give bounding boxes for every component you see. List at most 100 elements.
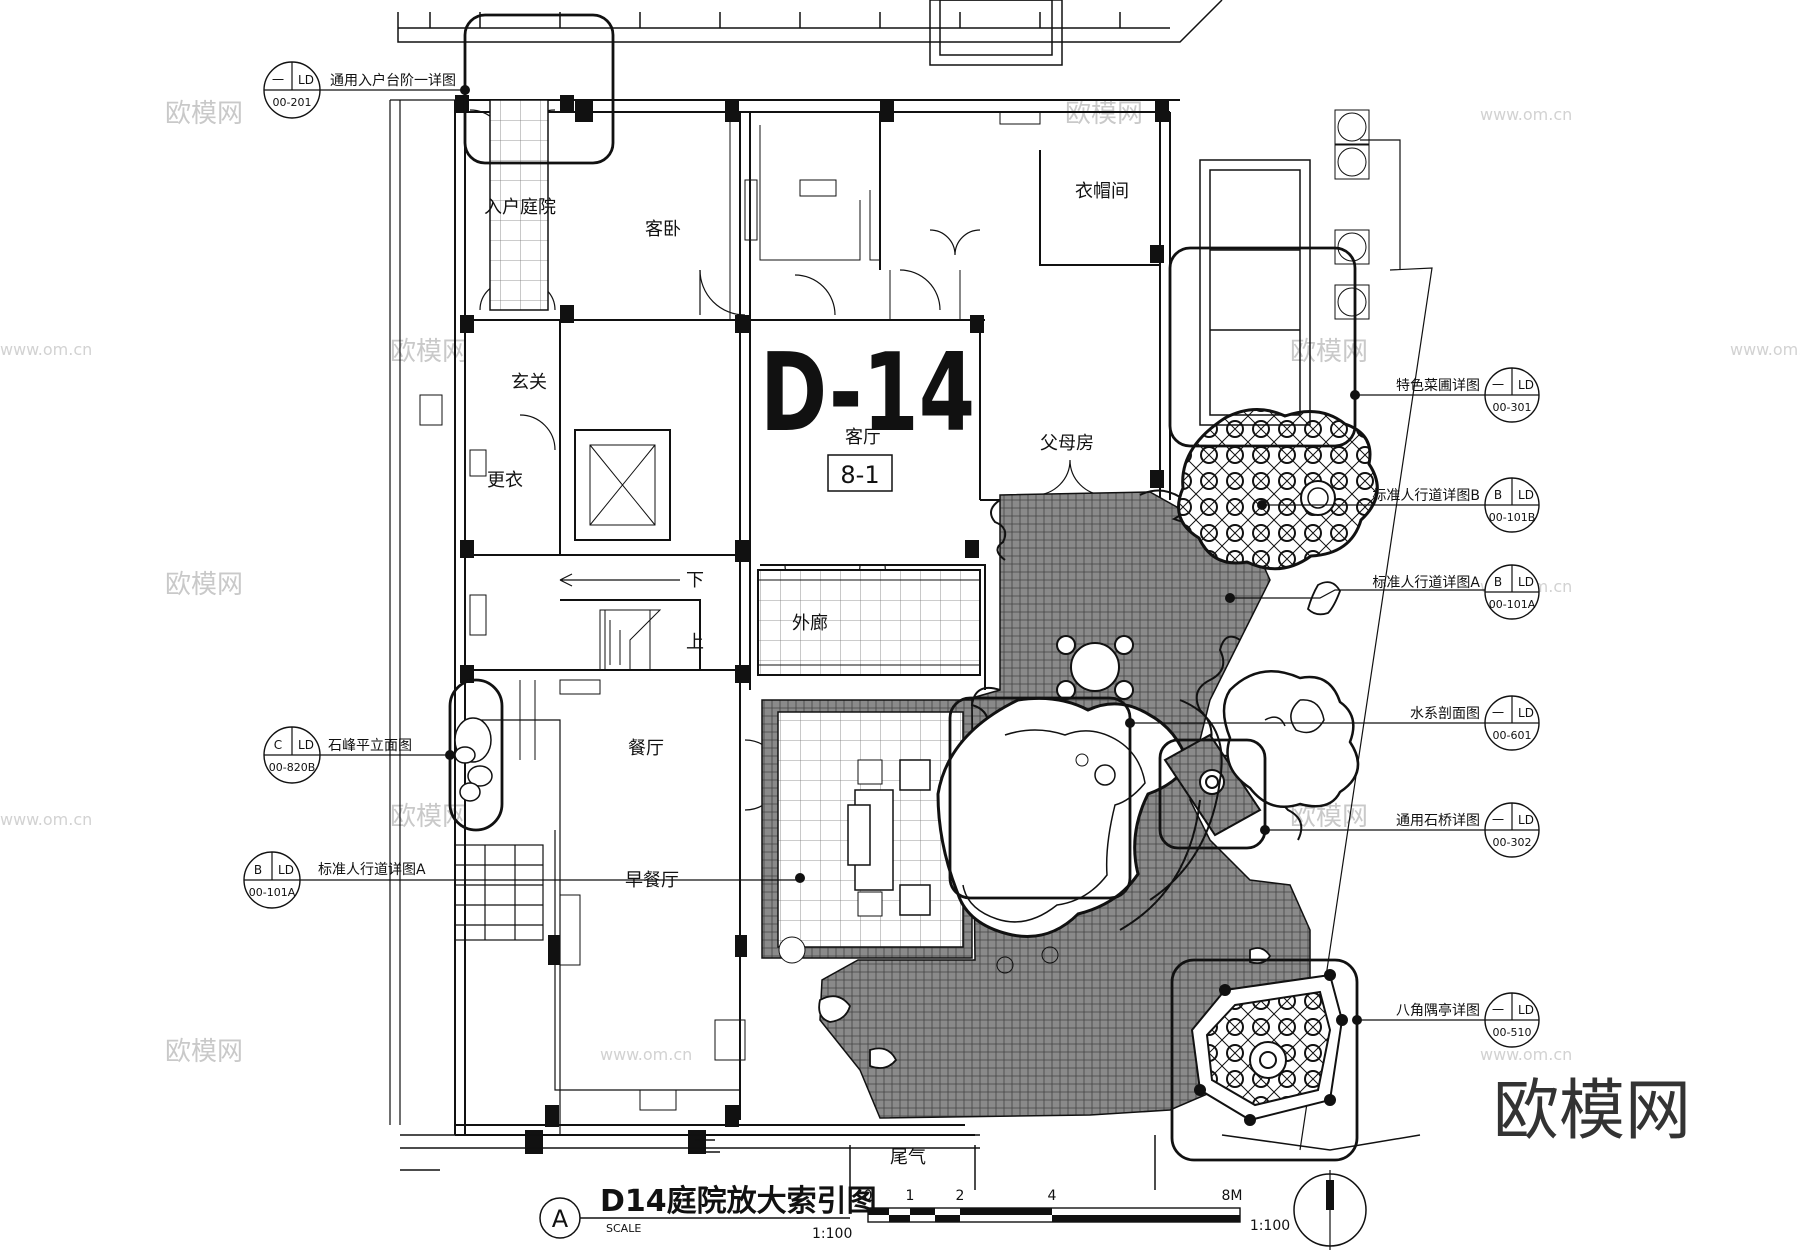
svg-text:LD: LD: [298, 738, 314, 752]
callout-veg-garden-detail: 一 LD 00-301 特色菜圃详图: [1396, 367, 1540, 423]
callout-walkway-b-detail: B LD 00-101B 标准人行道详图B: [1372, 477, 1540, 533]
room-labels: 入户庭院 客卧 衣帽间 玄关 客厅 父母房 更衣 下 上 外廊 餐厅 早餐厅 尾…: [484, 181, 1129, 1168]
stair-arrow: [559, 573, 680, 587]
callout-stone-peak-elevation: C LD 00-820B 石峰平立面图: [263, 726, 412, 784]
title-block: A D14庭院放大索引图 SCALE 1:100: [539, 1184, 877, 1242]
callout-label: 水系剖面图: [1410, 706, 1480, 722]
tick-2: 2: [956, 1188, 965, 1204]
leader-dots: [445, 85, 1362, 1025]
bottom-boundary: [400, 1134, 1421, 1190]
callout-pavilion-detail: 一 LD 00-510 八角隅亭详图: [1396, 992, 1540, 1048]
svg-text:00-510: 00-510: [1493, 1026, 1532, 1039]
room-guest-bedroom: 客卧: [645, 219, 681, 240]
callout-label: 特色菜圃详图: [1396, 377, 1480, 394]
watermark-brand: 欧模网: [1065, 99, 1143, 129]
entry-steps: [454, 844, 544, 941]
callout-label: 标准人行道详图B: [1372, 488, 1480, 504]
drawing-title: D14庭院放大索引图: [600, 1184, 877, 1219]
leader-lines: [300, 89, 1485, 1021]
svg-text:00-820B: 00-820B: [269, 761, 316, 774]
svg-text:LD: LD: [298, 73, 314, 87]
room-parents-room: 父母房: [1040, 433, 1094, 454]
watermark-brand: 欧模网: [390, 337, 468, 367]
svg-text:00-301: 00-301: [1493, 401, 1532, 414]
room-entry-courtyard: 入户庭院: [484, 197, 556, 218]
room-foyer: 玄关: [511, 372, 547, 393]
bar-scale: 0 1 2 4 8M 1:100: [864, 1188, 1291, 1234]
callout-label: 八角隅亭详图: [1396, 1002, 1480, 1019]
svg-text:一: 一: [1492, 813, 1504, 827]
svg-text:C: C: [274, 738, 282, 752]
octagonal-pavilion: [1190, 969, 1348, 1126]
callout-walkway-a-detail-left: B LD 00-101A 标准人行道详图A: [243, 851, 426, 909]
svg-text:00-601: 00-601: [1493, 729, 1532, 742]
callout-stone-bridge-detail: 一 LD 00-302 通用石桥详图: [1396, 802, 1540, 858]
bar-scale-value: 1:100: [1250, 1218, 1290, 1234]
svg-text:一: 一: [272, 73, 284, 87]
watermark-brand: 欧模网: [1290, 802, 1368, 832]
watermark-url: www.om.cn: [0, 810, 92, 829]
rock-island: [1222, 670, 1360, 808]
outer-corridor-area: [757, 569, 981, 676]
stair-up-label: 上: [686, 632, 704, 653]
top-strip: [397, 0, 1223, 66]
tick-8m: 8M: [1222, 1188, 1243, 1204]
room-number: 8-1: [840, 461, 879, 489]
scale-value: 1:100: [812, 1226, 852, 1242]
tick-1: 1: [906, 1188, 915, 1204]
tick-4: 4: [1048, 1188, 1057, 1204]
room-number-box: [827, 454, 893, 492]
watermark-url: www.om.cn: [1480, 1045, 1572, 1064]
brand-logo-watermark: 欧模网: [1493, 1072, 1691, 1149]
sunken-lounge: [761, 699, 973, 964]
svg-text:LD: LD: [1518, 378, 1534, 392]
callout-water-section: 一 LD 00-601 水系剖面图: [1410, 695, 1540, 751]
lattice-feature: [1177, 407, 1379, 571]
svg-text:00-201: 00-201: [273, 96, 312, 109]
room-living-room: 客厅: [845, 427, 881, 448]
watermark-brand: 欧模网: [165, 570, 243, 600]
round-table: [1056, 635, 1134, 700]
stone-peak-feature: [454, 717, 493, 802]
svg-text:LD: LD: [1518, 575, 1534, 589]
callout-label: 标准人行道详图A: [318, 862, 426, 878]
svg-text:LD: LD: [1518, 1003, 1534, 1017]
room-outer-corridor: 外廊: [792, 613, 828, 634]
fixtures: [419, 109, 1370, 1111]
svg-text:00-101A: 00-101A: [1489, 598, 1536, 611]
stair-down-label: 下: [686, 570, 704, 591]
svg-text:一: 一: [1492, 706, 1504, 720]
svg-text:LD: LD: [1518, 813, 1534, 827]
watermark-url: www.om.cn: [1480, 105, 1572, 124]
room-breakfast: 早餐厅: [625, 870, 679, 891]
svg-text:B: B: [1494, 575, 1502, 589]
svg-text:00-302: 00-302: [1493, 836, 1532, 849]
svg-text:LD: LD: [1518, 488, 1534, 502]
room-changing: 更衣: [487, 470, 523, 491]
svg-text:LD: LD: [278, 863, 294, 877]
callout-walkway-a-detail: B LD 00-101A 标准人行道详图A: [1372, 564, 1540, 620]
north-arrow-icon: [1293, 1170, 1367, 1250]
callout-label: 通用入户台阶一详图: [330, 72, 456, 89]
svg-text:00-101A: 00-101A: [249, 886, 296, 899]
watermark-brand: 欧模网: [165, 99, 243, 129]
plan-code: D-14: [760, 331, 975, 456]
title-marker: A: [552, 1205, 569, 1233]
room-dining: 餐厅: [628, 738, 664, 759]
svg-text:B: B: [1494, 488, 1502, 502]
svg-text:一: 一: [1492, 378, 1504, 392]
room-cloakroom: 衣帽间: [1075, 181, 1129, 202]
callout-label: 石峰平立面图: [328, 738, 412, 754]
detail-boxes: [448, 13, 1359, 1162]
callout-entry-steps-detail: 一 LD 00-201 通用入户台阶一详图: [263, 61, 456, 119]
watermark-brand: 欧模网: [390, 802, 468, 832]
svg-text:00-101B: 00-101B: [1489, 511, 1536, 524]
watermark-url: www.om.cn: [600, 1045, 692, 1064]
callout-label: 通用石桥详图: [1396, 813, 1480, 829]
callout-label: 标准人行道详图A: [1372, 575, 1480, 591]
stream: [1119, 699, 1223, 931]
watermark-url: www.om.cn: [1730, 340, 1800, 359]
watermark-brand: 欧模网: [165, 1037, 243, 1067]
room-tail-gas: 尾气: [890, 1147, 926, 1168]
